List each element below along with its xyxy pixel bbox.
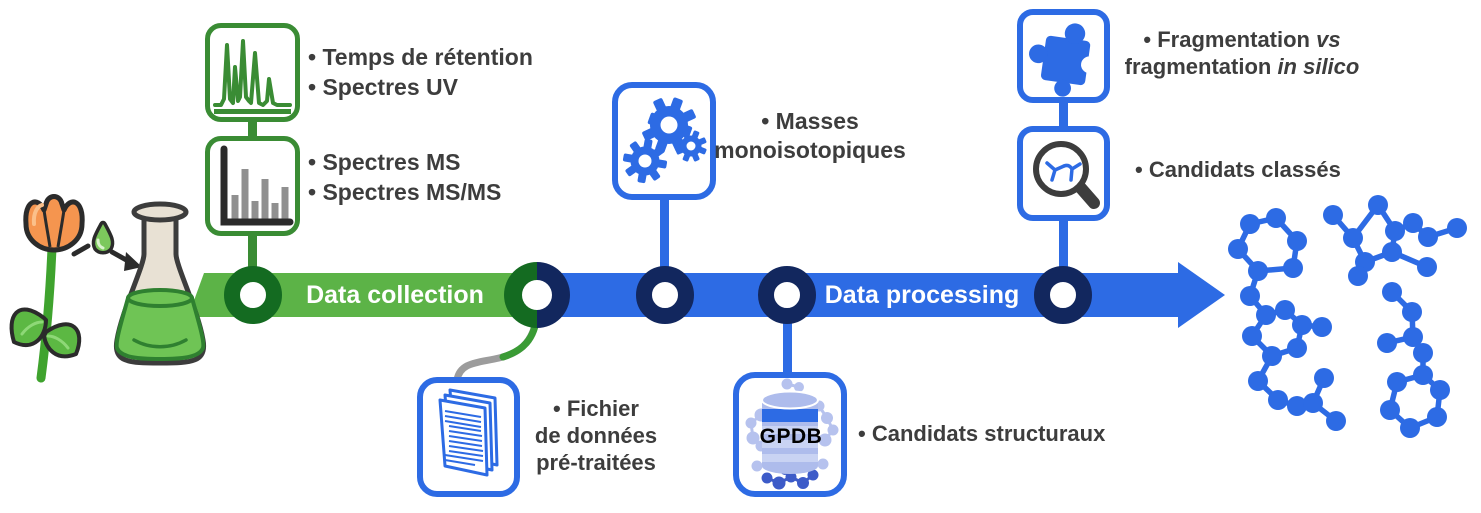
cylinder — [761, 390, 819, 474]
document-stack-icon — [438, 388, 498, 476]
gpdb-box: GPDB — [733, 372, 847, 497]
gears-box — [612, 82, 716, 200]
processing-label: Data processing — [824, 281, 1020, 309]
stem-chromatogram-ms — [248, 118, 257, 140]
stem-node-gpdb — [783, 320, 792, 376]
callout-line: fragmentation in silico — [1124, 54, 1360, 79]
callout-line: • Fragmentation vs — [1143, 27, 1341, 52]
callout-line: de données — [534, 423, 658, 448]
tulip-icon — [9, 194, 85, 383]
timeline-arrowhead — [1178, 262, 1225, 328]
gear-small — [675, 130, 707, 162]
database-cylinder-icon — [745, 378, 839, 490]
mass-spectrum-icon — [220, 145, 293, 226]
callout-line: • Temps de rétention — [308, 44, 533, 70]
puzzle-piece-icon — [1028, 22, 1098, 97]
chromatogram-box — [205, 23, 300, 122]
callout-ms-spectra: • Spectres MS • Spectres MS/MS — [308, 147, 501, 207]
node-hole — [522, 280, 552, 310]
sample-extraction-illustration — [9, 194, 207, 383]
node-ranking — [1034, 266, 1092, 324]
callout-pretreated-file: • Fichier de données pré-traitées — [517, 395, 675, 476]
callout-line: • Spectres MS/MS — [308, 179, 502, 205]
molecule-atoms-right — [1323, 195, 1467, 438]
callout-line: • Fichier — [553, 396, 639, 421]
callout-retention-uv: • Temps de rétention • Spectres UV — [308, 42, 533, 102]
flask-icon — [113, 201, 207, 366]
chromatogram-icon — [212, 38, 292, 114]
stem-puzzle-magnifier — [1059, 99, 1068, 131]
dark-molecule-decoration — [761, 465, 819, 490]
molecule-atoms-left — [1228, 208, 1346, 431]
ms-spectrum-box — [205, 136, 300, 236]
gears-icon — [622, 97, 707, 184]
node-collection-start — [224, 266, 282, 324]
callout-line: • Spectres UV — [308, 74, 458, 100]
gpdb-label: GPDB — [759, 425, 823, 448]
gear-medium — [622, 138, 668, 184]
callout-ranked-candidates: • Candidats classés — [1135, 157, 1341, 182]
stem-magnifier-node — [1059, 217, 1068, 269]
callout-monoisotopic-masses: • Masses monoisotopiques — [712, 107, 908, 165]
gear-large — [642, 97, 696, 153]
collection-label: Data collection — [306, 281, 484, 309]
callout-line: pré-traitées — [536, 450, 656, 475]
magnifier-molecule-icon — [1032, 140, 1100, 209]
extraction-arrow — [71, 243, 142, 271]
molecule-fragment — [1044, 160, 1082, 182]
callout-line: • Spectres MS — [308, 149, 461, 175]
puzzle-box — [1017, 9, 1110, 103]
pretreated-file-box — [417, 377, 520, 497]
callout-structural-candidates: • Candidats structuraux — [858, 421, 1106, 446]
node-collection-processing — [504, 262, 570, 328]
callout-fragmentation: • Fragmentation vs fragmentation in sili… — [1112, 26, 1372, 80]
stem-ms-node — [248, 232, 257, 272]
node-masses — [636, 266, 694, 324]
droplet-icon — [91, 220, 115, 255]
node-gpdb — [758, 266, 816, 324]
stem-gears-node — [660, 196, 669, 272]
molecule-structures — [1228, 195, 1467, 438]
callout-line: • Masses — [761, 108, 859, 134]
callout-line: monoisotopiques — [714, 137, 906, 163]
magnifier-box — [1017, 126, 1110, 221]
